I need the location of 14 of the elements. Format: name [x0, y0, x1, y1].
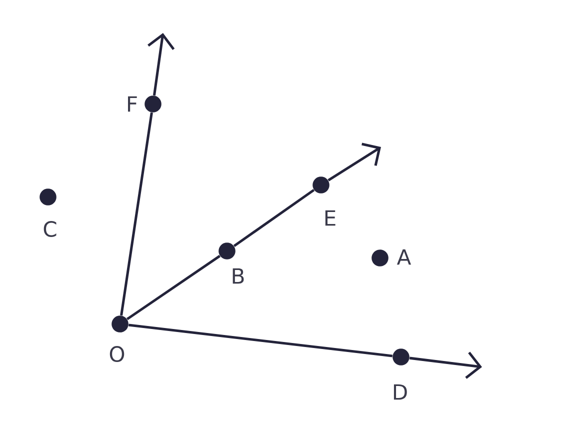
point-label: B — [232, 268, 244, 284]
point-label: D — [394, 384, 407, 400]
line-segment — [233, 188, 315, 248]
line-segment — [126, 254, 221, 320]
arrow — [148, 33, 175, 96]
line-segment — [128, 324, 393, 358]
point-label: F — [128, 96, 137, 112]
arrow — [328, 142, 381, 182]
point-label: A — [396, 249, 412, 265]
point-label: E — [325, 210, 336, 226]
arrow — [409, 352, 482, 379]
point-label: O — [110, 346, 124, 362]
line-segment — [120, 112, 153, 316]
point-label: C — [44, 221, 56, 237]
